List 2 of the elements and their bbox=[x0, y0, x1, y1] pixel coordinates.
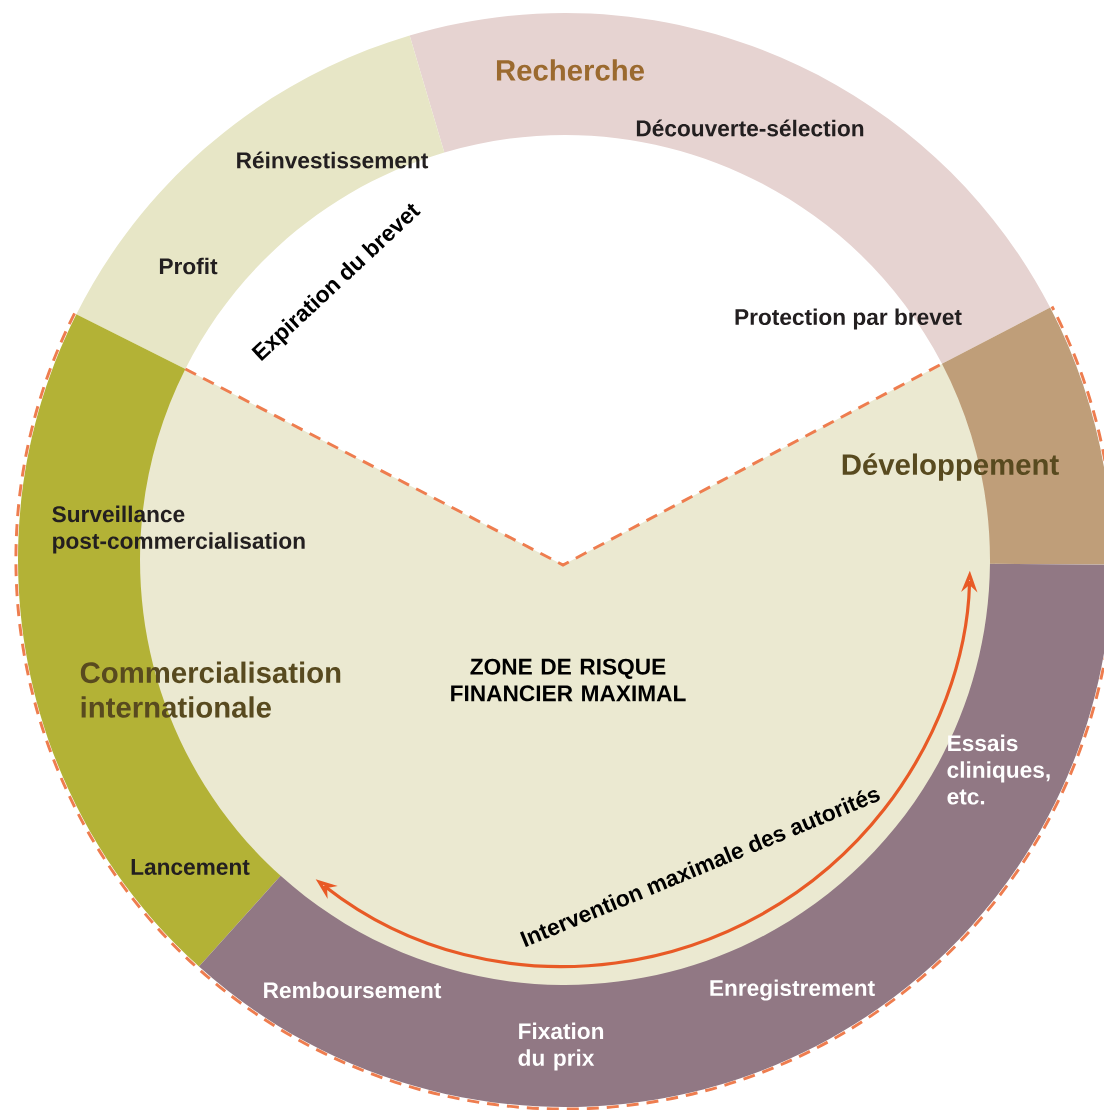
text-label: ZONE DE RISQUE FINANCIER MAXIMAL bbox=[451, 658, 686, 702]
text-label: Protection par brevet bbox=[735, 308, 962, 330]
